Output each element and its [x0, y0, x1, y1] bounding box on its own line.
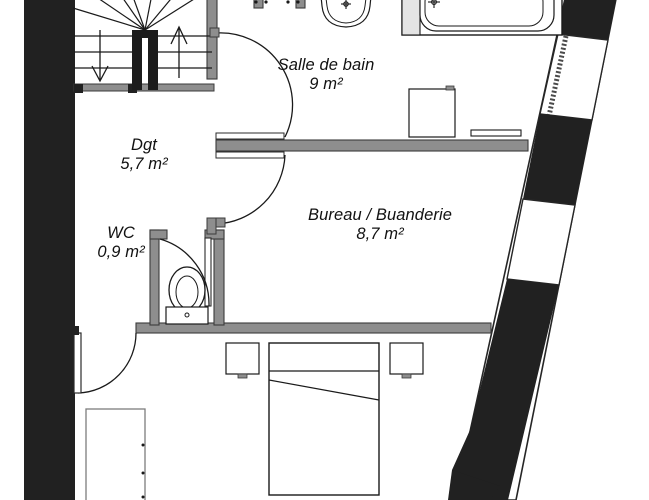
- exterior-wall-east-diagonal: [448, 0, 617, 500]
- room-area-salle-de-bain: 9 m²: [309, 75, 343, 94]
- stair-landing-wall: [73, 83, 215, 93]
- interior-wall-dgt-bath: [215, 132, 529, 159]
- wardrobe-fixture: [85, 408, 146, 500]
- room-area-wc: 0,9 m²: [97, 243, 145, 262]
- bed-fixture: [268, 342, 380, 496]
- door-salle-de-bain: [216, 32, 294, 138]
- nightstand-left-fixture: [225, 342, 260, 379]
- room-label-salle-de-bain: Salle de bain 9 m²: [196, 56, 456, 95]
- interior-wall-bureau-chambre: [135, 322, 492, 334]
- exterior-wall-west: [24, 0, 75, 500]
- door-leaf-chambre: [70, 326, 82, 394]
- door-wc: [159, 238, 210, 307]
- room-name-wc: WC: [107, 224, 135, 242]
- door-leaf-salle-de-bain: [209, 27, 220, 38]
- room-label-dgt: Dgt 5,7 m²: [74, 136, 214, 175]
- room-name-salle-de-bain: Salle de bain: [277, 56, 375, 74]
- staircase: [72, 0, 212, 69]
- door-leaf-bureau: [206, 217, 226, 235]
- nightstand-right-fixture: [389, 342, 424, 379]
- bathtub-fixture: [401, 0, 563, 36]
- room-area-dgt: 5,7 m²: [120, 155, 168, 174]
- room-name-dgt: Dgt: [131, 136, 157, 154]
- bidet-fixture-dots: [254, 0, 300, 4]
- washbasin-fixture: [320, 0, 372, 28]
- room-area-bureau: 8,7 m²: [356, 225, 404, 244]
- door-bureau: [215, 154, 286, 225]
- room-name-bureau: Bureau / Buanderie: [308, 206, 452, 224]
- stair-direction-down-arrow: [91, 30, 109, 83]
- interior-wall-bath-top: [253, 0, 306, 9]
- room-label-wc: WC 0,9 m²: [58, 224, 184, 263]
- washing-machine-fixture: [408, 85, 456, 138]
- toilet-fixture: [165, 266, 209, 325]
- shelf-fixture: [470, 129, 522, 137]
- stair-direction-up-arrow: [170, 25, 188, 78]
- room-label-bureau: Bureau / Buanderie 8,7 m²: [264, 206, 496, 245]
- door-chambre: [77, 332, 137, 394]
- stair-stringer: [132, 30, 158, 90]
